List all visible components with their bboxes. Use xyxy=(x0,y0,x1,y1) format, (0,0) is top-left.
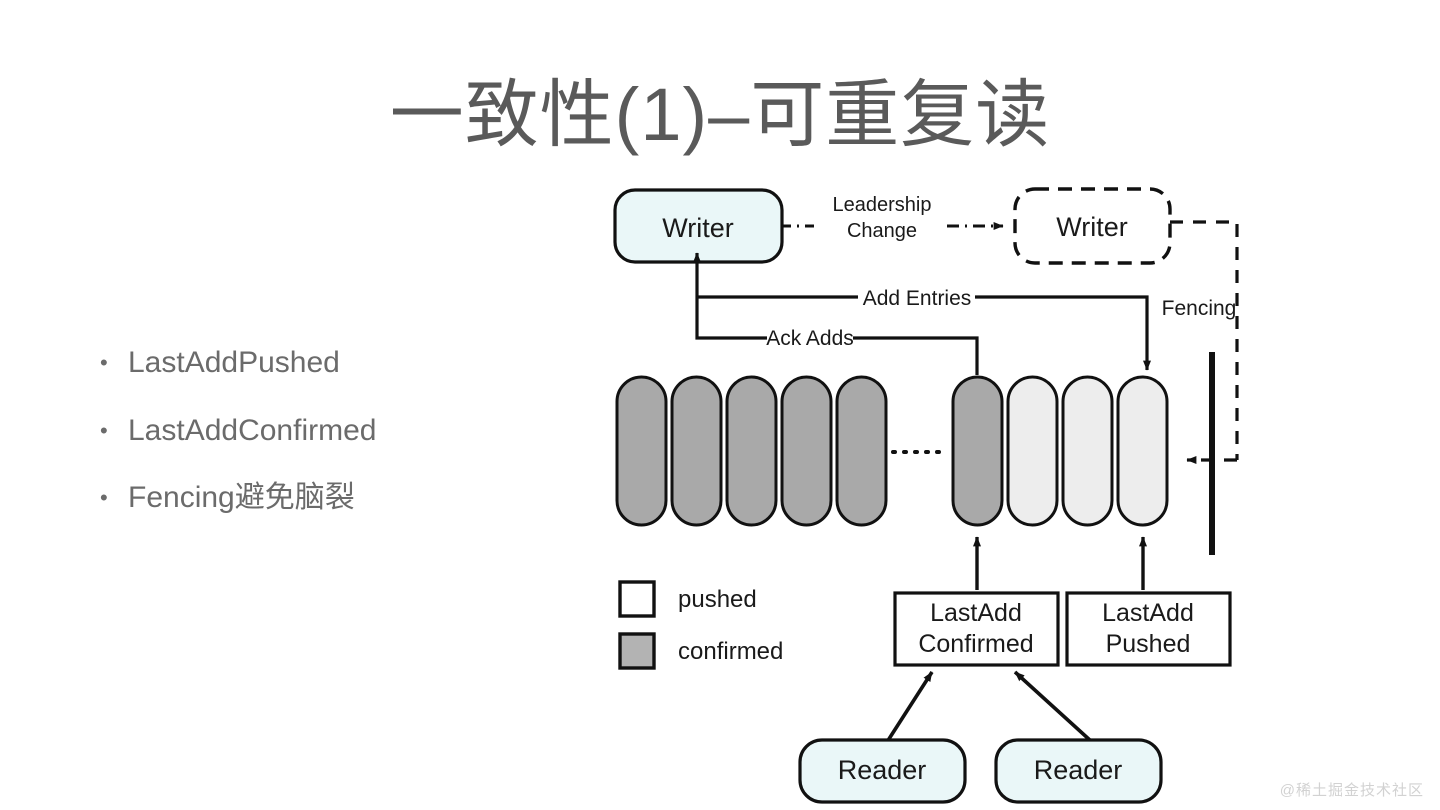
bullet-marker-icon: • xyxy=(100,485,108,510)
reader-left-label: Reader xyxy=(838,755,927,785)
legend-label-confirmed: confirmed xyxy=(678,638,783,665)
lastadd-pointer-arrows xyxy=(973,536,1147,590)
lastadd-pushed-label-line2: Pushed xyxy=(1106,630,1191,658)
bullet-marker-icon: • xyxy=(100,417,108,443)
lastadd-confirmed-label-line1: LastAdd xyxy=(930,599,1022,627)
bookkeeper-consistency-diagram: Writer Leadership Change Writer Fencing xyxy=(595,175,1275,810)
legend-label-pushed: pushed xyxy=(678,586,757,613)
page-title: 一致性(1)–可重复读 xyxy=(389,73,1051,156)
ledger-entry-pushed[interactable] xyxy=(1061,375,1114,527)
bullet-label: Fencing避免脑裂 xyxy=(128,481,355,514)
bullet-marker-icon: • xyxy=(100,350,108,375)
reader-left-node[interactable]: Reader xyxy=(798,738,967,804)
reader-query-arrows xyxy=(885,670,1094,744)
ledger-entry-confirmed[interactable] xyxy=(780,375,833,527)
legend: pushed confirmed xyxy=(618,580,783,670)
leadership-change-label-line1: Leadership xyxy=(833,194,932,216)
lastadd-pushed-label-line1: LastAdd xyxy=(1102,599,1194,627)
ledger-entries-right-group xyxy=(951,375,1169,527)
ack-adds-label: Ack Adds xyxy=(766,327,854,350)
ledger-entry-confirmed[interactable] xyxy=(725,375,778,527)
bullet-label: LastAddPushed xyxy=(128,346,340,379)
add-entries-label: Add Entries xyxy=(863,287,972,310)
writer-active-node[interactable]: Writer xyxy=(613,188,784,264)
ledger-entries-left-group xyxy=(615,375,888,527)
ledger-entry-confirmed[interactable] xyxy=(835,375,888,527)
ledger-entry-pushed[interactable] xyxy=(1006,375,1059,527)
confirmed-swatch xyxy=(618,632,656,670)
ledger-entry-confirmed[interactable] xyxy=(951,375,1004,527)
lastadd-confirmed-node[interactable]: LastAdd Confirmed xyxy=(893,591,1060,667)
fencing-path xyxy=(1170,220,1239,464)
reader-right-node[interactable]: Reader xyxy=(994,738,1163,804)
lastadd-confirmed-label-line2: Confirmed xyxy=(918,630,1033,658)
reader-right-label: Reader xyxy=(1034,755,1123,785)
writer-new-label: Writer xyxy=(1056,212,1128,242)
bullet-label: LastAddConfirmed xyxy=(128,413,377,447)
leadership-change-label-line2: Change xyxy=(847,220,917,242)
writer-active-label: Writer xyxy=(662,213,734,243)
list-item: • LastAddPushed xyxy=(100,344,570,382)
list-item: • Fencing避免脑裂 xyxy=(100,479,570,517)
list-item: • LastAddConfirmed xyxy=(100,412,570,450)
ledger-entry-confirmed[interactable] xyxy=(615,375,668,527)
lastadd-pushed-node[interactable]: LastAdd Pushed xyxy=(1065,591,1232,667)
add-entries-edge xyxy=(693,252,1151,371)
ledger-entry-pushed[interactable] xyxy=(1116,375,1169,527)
bullet-list: • LastAddPushed • LastAddConfirmed • Fen… xyxy=(100,344,570,547)
pushed-swatch xyxy=(618,580,656,618)
watermark: @稀土掘金技术社区 xyxy=(1279,782,1424,799)
ledger-entry-confirmed[interactable] xyxy=(670,375,723,527)
ack-adds-edge xyxy=(695,297,979,375)
fencing-label: Fencing xyxy=(1162,297,1237,320)
writer-new-node[interactable]: Writer xyxy=(1013,187,1172,265)
